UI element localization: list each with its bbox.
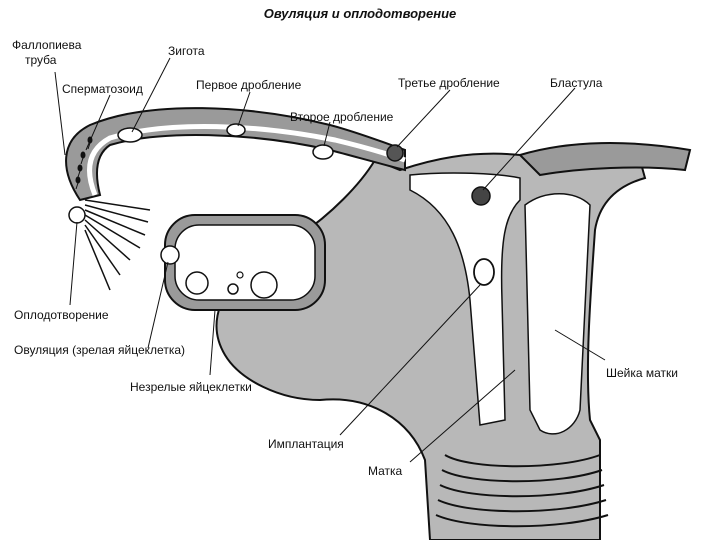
- fimbriae: [85, 200, 150, 290]
- first-cleavage-cell: [227, 124, 245, 136]
- second-cleavage-cell: [313, 145, 333, 159]
- label-zygote: Зигота: [168, 44, 205, 58]
- label-sperm: Сперматозоид: [62, 82, 143, 96]
- blastula-cell: [472, 187, 490, 205]
- label-fallopian-tube-line2: труба: [25, 53, 56, 67]
- implanted-embryo: [474, 259, 494, 285]
- label-implantation: Имплантация: [268, 437, 344, 451]
- immature-egg-4: [251, 272, 277, 298]
- label-cervix: Шейка матки: [606, 366, 678, 380]
- ovulated-egg: [161, 246, 179, 264]
- label-third-cleavage: Третье дробление: [398, 76, 500, 90]
- third-cleavage-cell: [387, 145, 403, 161]
- label-fertilization: Оплодотворение: [14, 308, 109, 322]
- immature-egg-3: [237, 272, 243, 278]
- immature-egg-2: [228, 284, 238, 294]
- label-blastula: Бластула: [550, 76, 602, 90]
- label-second-cleavage: Второе дробление: [290, 110, 393, 124]
- label-fallopian-tube-line1: Фаллопиева: [12, 38, 81, 52]
- fertilized-egg: [69, 207, 85, 223]
- label-immature-eggs: Незрелые яйцеклетки: [130, 380, 252, 394]
- label-ovulation: Овуляция (зрелая яйцеклетка): [14, 343, 185, 357]
- immature-egg-1: [186, 272, 208, 294]
- cervix-lumen: [525, 194, 590, 434]
- label-uterus: Матка: [368, 464, 402, 478]
- label-first-cleavage: Первое дробление: [196, 78, 301, 92]
- diagram-title: Овуляция и оплодотворение: [0, 6, 720, 21]
- zygote: [118, 128, 142, 142]
